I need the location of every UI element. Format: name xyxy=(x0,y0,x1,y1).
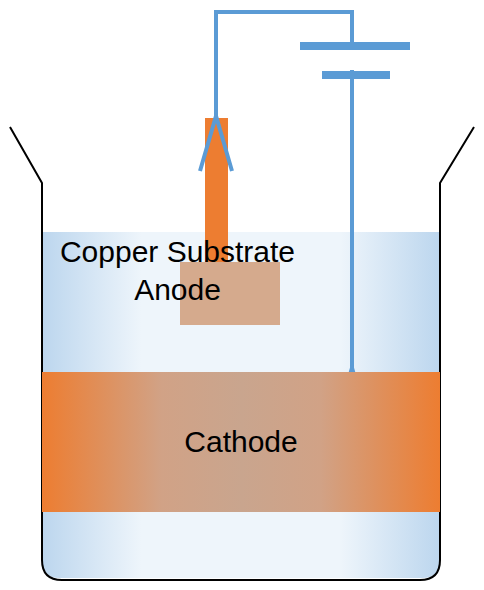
arrow-head xyxy=(200,116,232,171)
battery-plate xyxy=(322,71,390,79)
node-label: Copper Substrate Anode xyxy=(30,233,325,309)
node-label: Cathode xyxy=(47,423,435,461)
anode-electrode: Copper Substrate Anode xyxy=(25,118,330,309)
electrolyte xyxy=(42,232,440,578)
battery-gap xyxy=(330,50,374,70)
cathode-band: Cathode xyxy=(42,372,440,512)
beaker-outline xyxy=(10,127,474,580)
battery-plate xyxy=(300,42,410,50)
